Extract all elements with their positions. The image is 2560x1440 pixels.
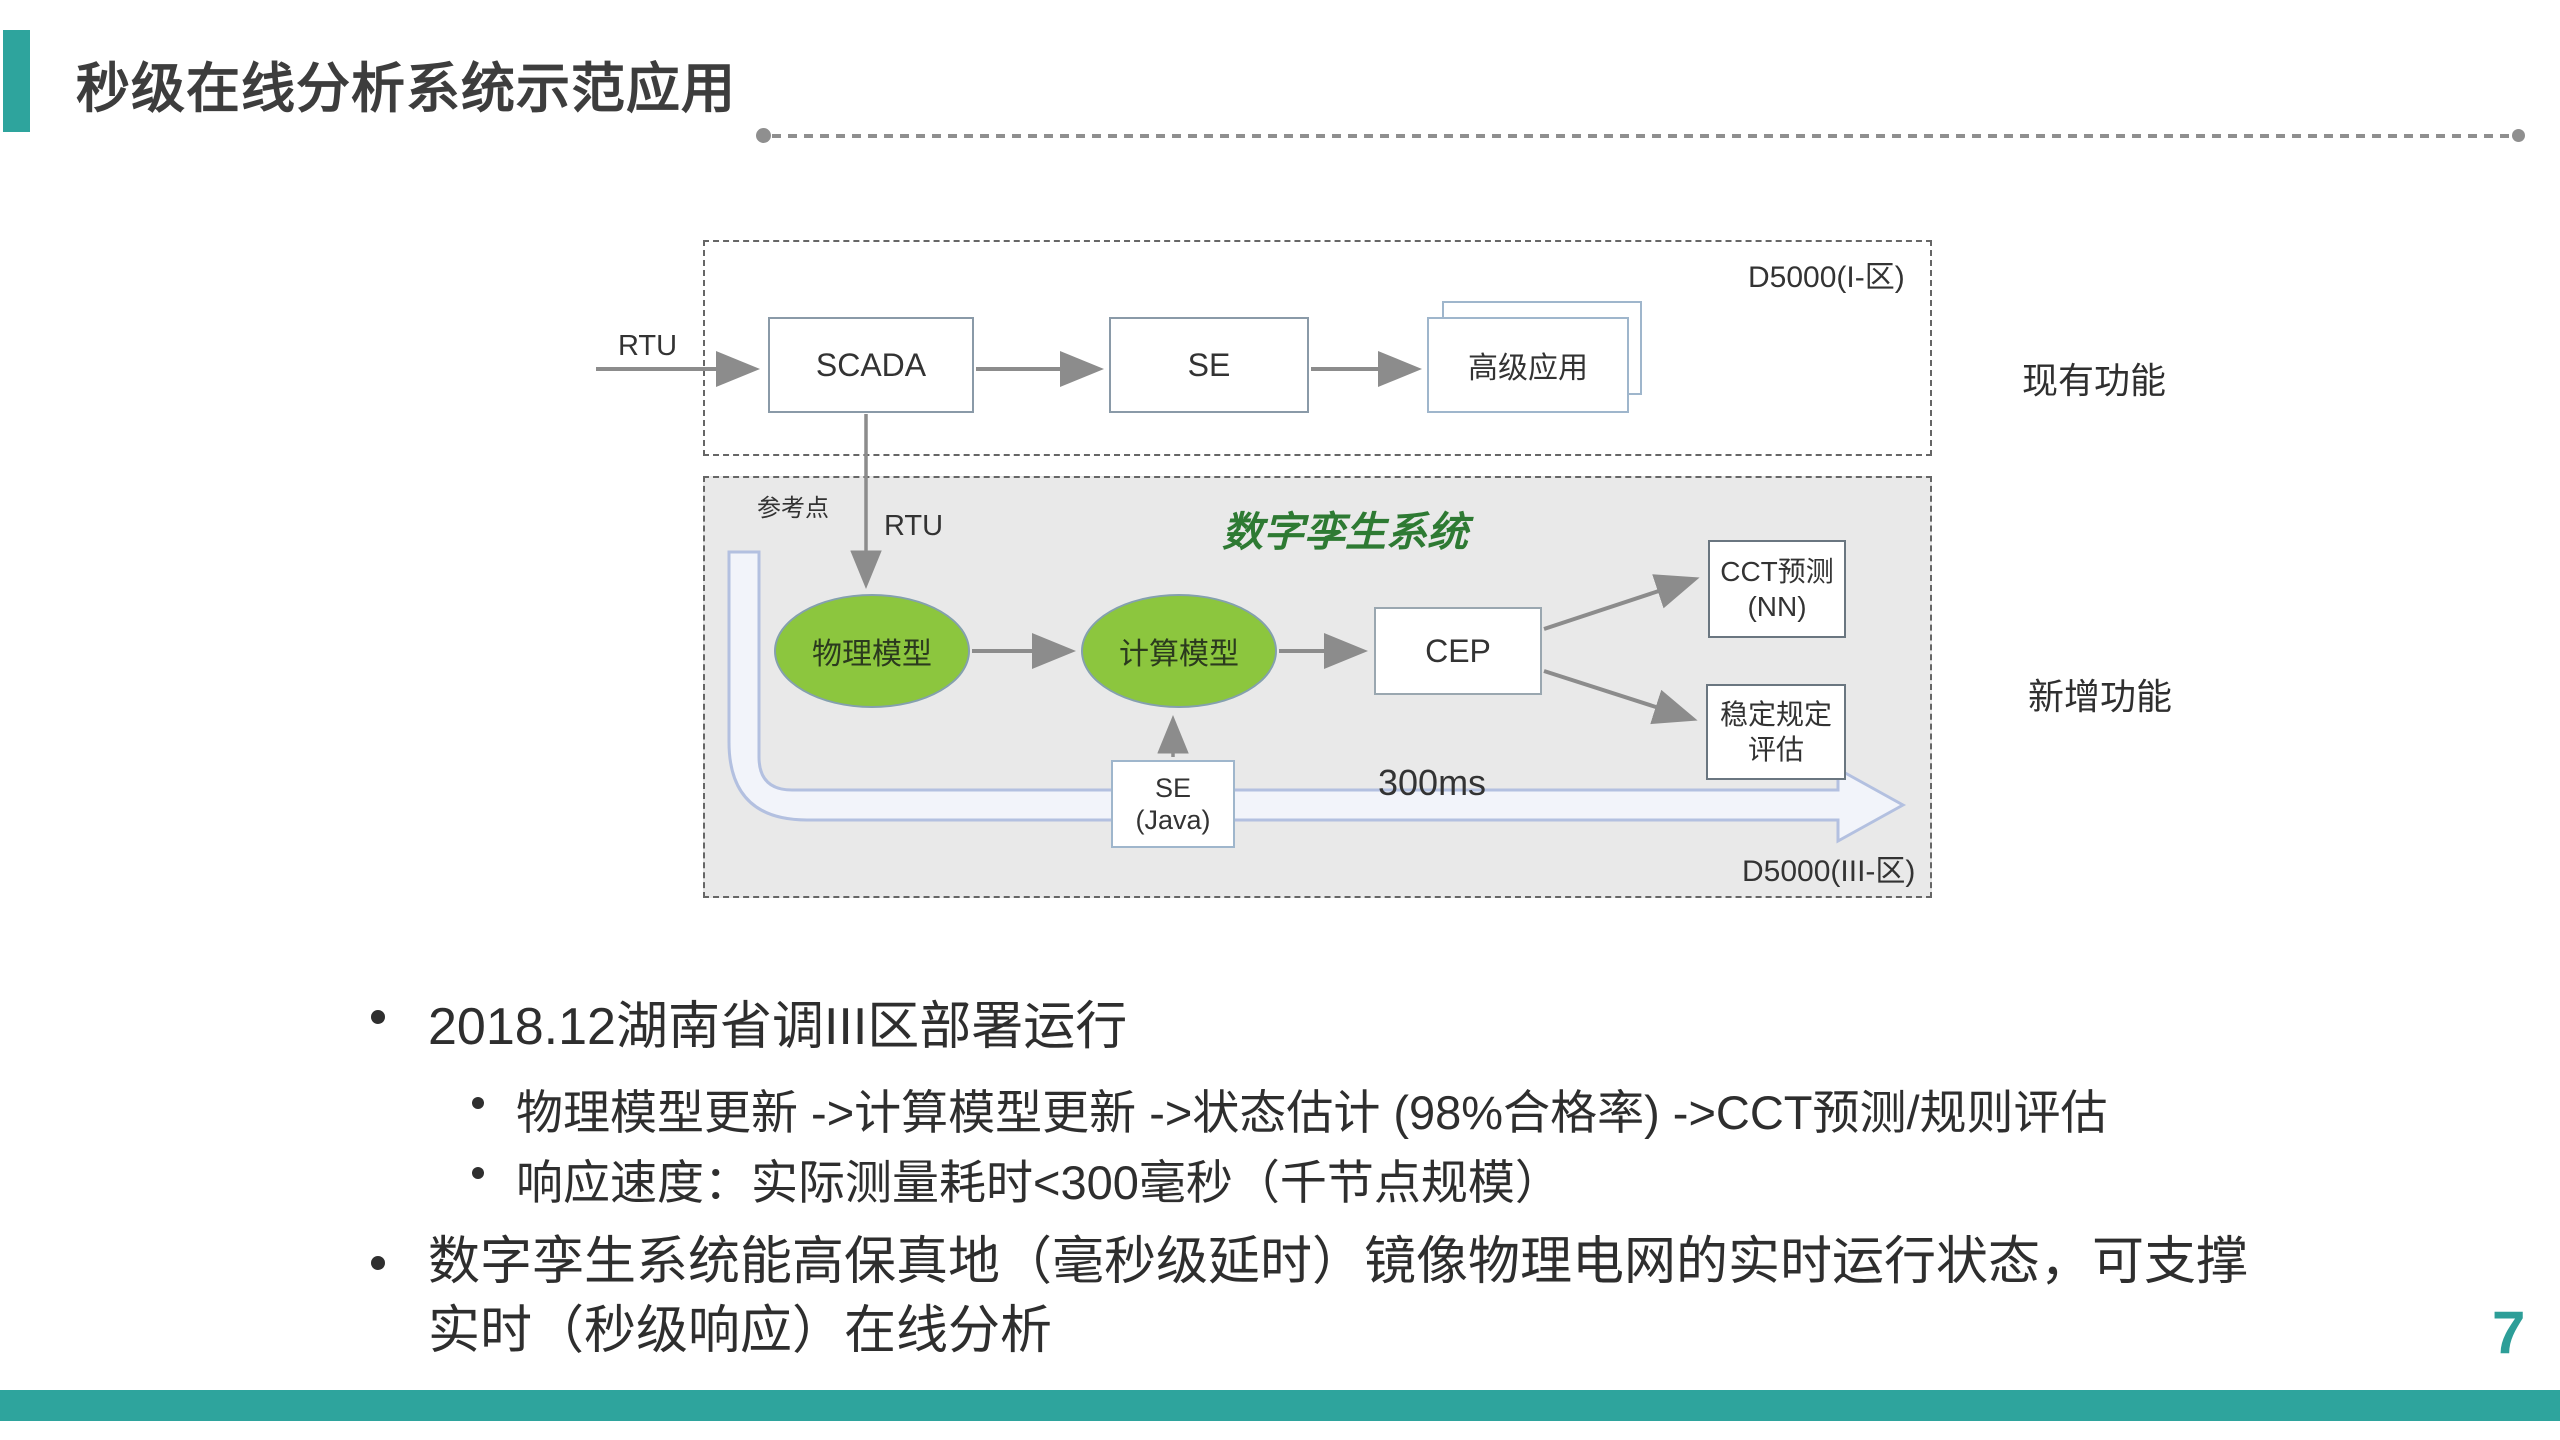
divider-end-dot [2512,129,2525,142]
bullet-item-2-line1: 数字孪生系统能高保真地（毫秒级延时）镜像物理电网的实时运行状态，可支撑 [428,1233,2249,1291]
se-java-line2: (Java) [1135,805,1211,835]
reference-point-label: 参考点 [757,495,829,522]
bullet-item-1: 2018.12湖南省调III区部署运行 [428,998,1128,1056]
title-divider-dotted-line [772,134,2518,138]
rtu-label-top: RTU [618,330,678,362]
new-functions-label: 新增功能 [2028,676,2173,717]
se-box: SE [1109,317,1309,413]
bullet-item-1-sub-1: 物理模型更新 ->计算模型更新 ->状态估计 (98%合格率) ->CCT预测/… [516,1086,2108,1139]
stability-line2: 评估 [1747,734,1804,765]
existing-functions-label: 现有功能 [2022,360,2167,401]
bullet-dot [472,1097,484,1109]
accent-square [3,30,30,132]
compute-model-ellipse: 计算模型 [1081,594,1277,708]
bullet-item-2: 数字孪生系统能高保真地（毫秒级延时）镜像物理电网的实时运行状态，可支撑 实时（秒… [428,1228,2248,1365]
divider-start-dot [756,128,771,143]
bullet-dot [371,1256,385,1270]
cct-line1: CCT预测 [1720,556,1834,587]
digital-twin-title: 数字孪生系统 [1222,509,1468,555]
footer-bar [0,1390,2560,1421]
cct-line2: (NN) [1747,591,1807,622]
physical-model-ellipse: 物理模型 [774,594,970,708]
rtu-label-bottom: RTU [884,510,944,542]
stability-line1: 稳定规定 [1719,699,1832,730]
bullet-dot [472,1167,484,1179]
page-number: 7 [2492,1299,2526,1366]
latency-label: 300ms [1378,762,1487,803]
se-java-line1: SE [1154,772,1192,803]
bullet-item-1-sub-2: 响应速度：实际测量耗时<300毫秒（千节点规模） [516,1156,1562,1209]
zone3-label: D5000(III-区) [1742,855,1916,888]
cep-box: CEP [1374,607,1542,695]
bullet-dot [371,1010,385,1024]
advanced-app-box: 高级应用 [1427,317,1629,413]
se-java-box: SE (Java) [1111,760,1235,848]
bullet-item-2-line2: 实时（秒级响应）在线分析 [428,1301,1053,1360]
scada-box: SCADA [768,317,974,413]
cct-prediction-box: CCT预测 (NN) [1708,540,1846,638]
stability-assessment-box: 稳定规定 评估 [1706,684,1846,780]
page-title: 秒级在线分析系统示范应用 [76,59,736,119]
zone1-label: D5000(I-区) [1748,261,1905,294]
